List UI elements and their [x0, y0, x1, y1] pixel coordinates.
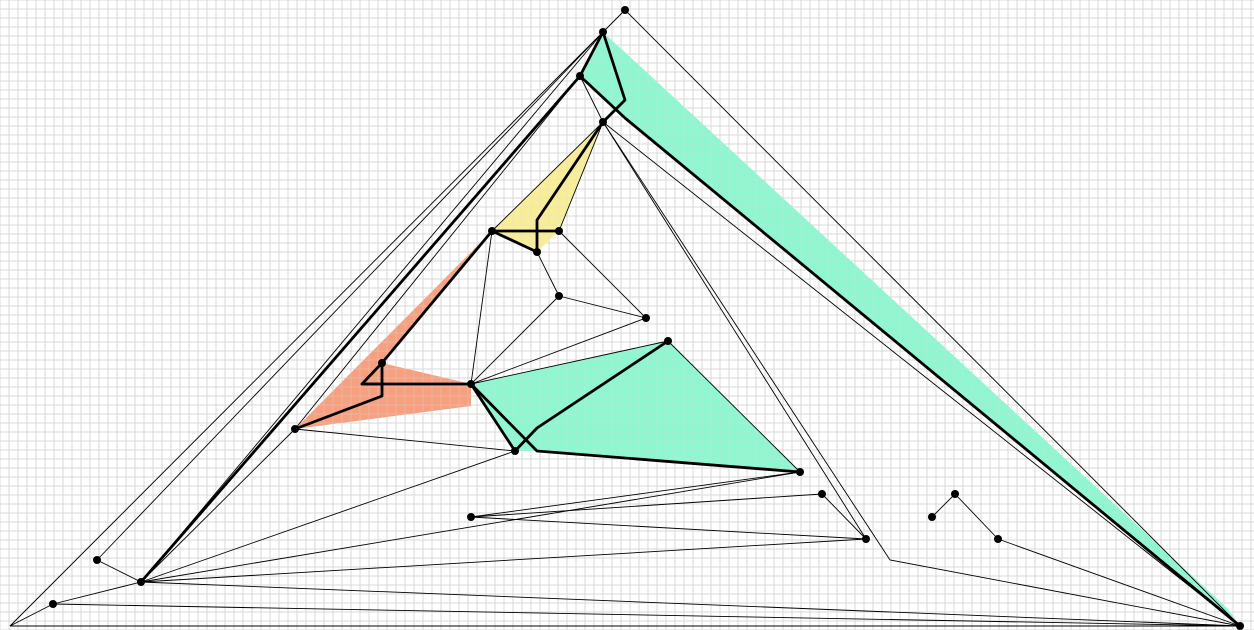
node-n24 [1236, 622, 1244, 630]
edge-n22-n24 [140, 581, 1241, 627]
node-n5 [555, 227, 563, 235]
edge-n5-n8 [558, 230, 647, 319]
edge-n7-n11 [470, 295, 560, 385]
node-n19 [862, 535, 870, 543]
edge-n4-n11 [470, 230, 493, 385]
edge-n1-n22 [140, 31, 604, 583]
edge-n3-n19 [602, 121, 867, 540]
edge-n15-n19 [821, 493, 867, 540]
highlighted-path [469, 382, 802, 474]
node-n6 [533, 248, 541, 256]
node-n13 [511, 447, 519, 455]
shaded-region-orange [295, 231, 492, 429]
node-n16 [951, 490, 959, 498]
edge-n23-n24 [52, 603, 1241, 627]
edge-n2-n12 [294, 75, 581, 430]
node-n21 [93, 556, 101, 564]
node-n7 [555, 292, 563, 300]
node-n20 [994, 535, 1002, 543]
shaded-region-teal [471, 341, 800, 472]
edge-n6-n7 [536, 251, 560, 297]
highlighted-path [293, 382, 384, 431]
edge-n13-n22 [140, 450, 516, 583]
highlighted-path [139, 74, 582, 584]
graph-edges [9, 9, 1241, 627]
edge-n14-n17 [470, 471, 801, 518]
node-n14 [796, 468, 804, 476]
highlighted-path [578, 30, 605, 78]
highlighted-paths [139, 30, 1242, 628]
node-n10 [378, 359, 386, 367]
node-n1 [599, 28, 607, 36]
node-n9 [664, 337, 672, 345]
edge-n20-n24 [997, 538, 1241, 627]
node-n23 [49, 600, 57, 608]
node-n8 [642, 314, 650, 322]
edge-n3-n24 [602, 121, 1241, 627]
highlighted-path [513, 339, 670, 453]
shaded-region-teal [580, 32, 1240, 626]
edge-polyline [9, 9, 626, 627]
edge-n19-n22 [140, 538, 867, 583]
edge-n15-n17 [470, 493, 823, 518]
edge-n12-n13 [294, 428, 516, 452]
node-n2 [576, 72, 584, 80]
edge-n16-n20 [954, 493, 999, 540]
node-n17 [467, 513, 475, 521]
node-n12 [291, 425, 299, 433]
highlighted-path [601, 30, 627, 124]
edge-n0-n24 [624, 9, 1241, 627]
shaded-regions [295, 32, 1240, 626]
edge-n14-n22 [140, 471, 801, 583]
edge-n7-n8 [558, 295, 647, 319]
edge-n9-n14 [667, 340, 801, 473]
node-n22 [137, 578, 145, 586]
edge-n23-n22 [52, 581, 142, 605]
edge-n12-n22 [140, 428, 296, 583]
edge-n17-n19 [470, 516, 867, 540]
node-n18 [928, 513, 936, 521]
edge-n2-n3 [579, 75, 604, 123]
highlighted-path [578, 74, 1242, 628]
edge-n8-n11 [470, 317, 647, 385]
node-n4 [488, 227, 496, 235]
graph-nodes [49, 6, 1244, 630]
edge-n1-n21 [96, 31, 604, 561]
edge-n16-n18 [931, 493, 956, 518]
node-n3 [599, 118, 607, 126]
node-n15 [818, 490, 826, 498]
highlighted-path [360, 229, 539, 386]
shaded-region-yellow [492, 122, 603, 252]
edge-n9-n11 [470, 340, 669, 385]
edge-n21-n22 [96, 559, 142, 583]
node-n11 [467, 380, 475, 388]
edge-n3-n5 [558, 121, 604, 232]
edge-polyline [602, 121, 1241, 627]
highlighted-path [535, 120, 605, 254]
node-n0 [621, 6, 629, 14]
edge-n3-n4 [491, 121, 604, 232]
